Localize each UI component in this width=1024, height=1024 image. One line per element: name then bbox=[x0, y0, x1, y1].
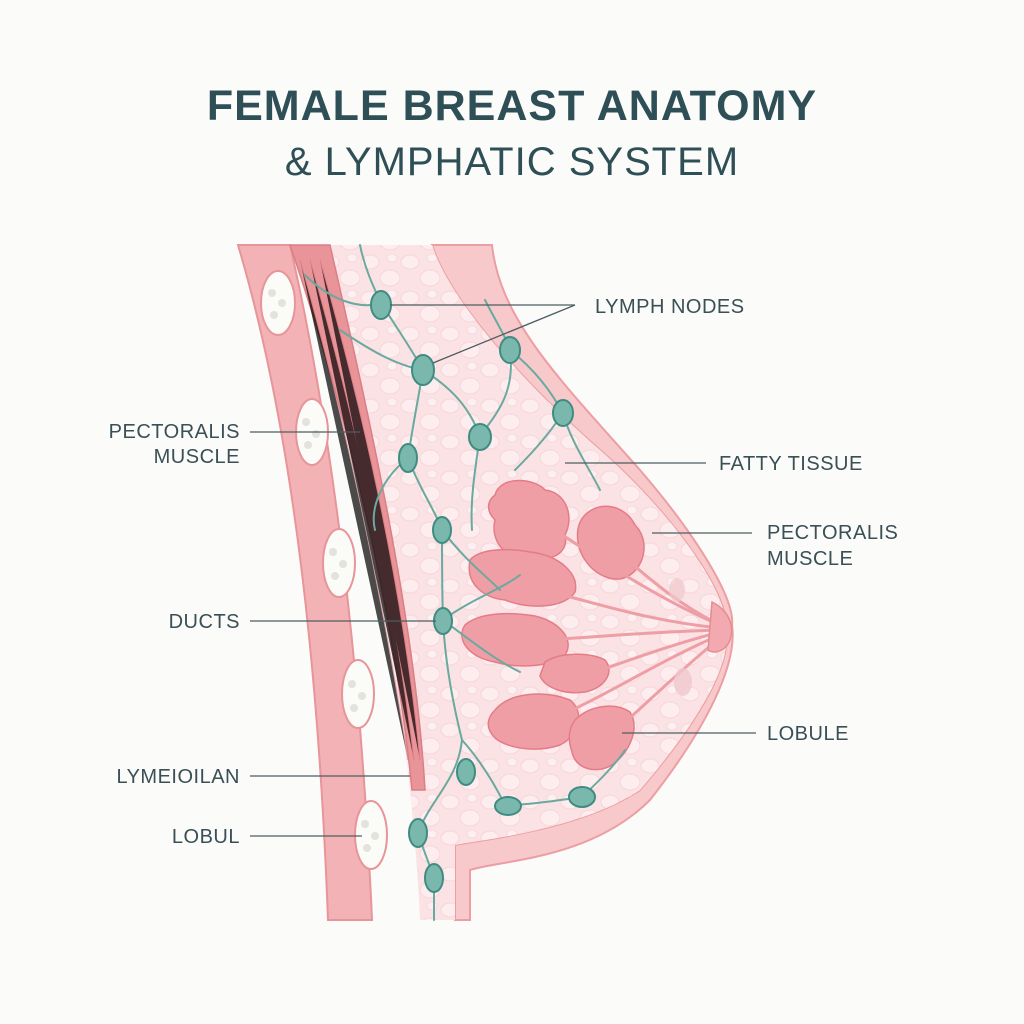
label-pectoralis-left-line1: PECTORALIS bbox=[109, 421, 240, 443]
label-pectoralis-right-line1: PECTORALIS bbox=[767, 522, 898, 544]
ribs bbox=[260, 270, 388, 870]
label-lymph-nodes: LYMPH NODES bbox=[595, 296, 745, 318]
ducts bbox=[538, 528, 722, 742]
label-lymeioilan: LYMEIOILAN bbox=[116, 766, 240, 788]
lymph-nodes bbox=[370, 290, 596, 893]
label-pectoralis-right-line2: MUSCLE bbox=[767, 548, 853, 570]
pectoralis-muscle bbox=[288, 244, 426, 791]
diagram-subtitle: & LYMPHATIC SYSTEM bbox=[284, 140, 740, 184]
nipple bbox=[707, 600, 733, 653]
diagram-title: FEMALE BREAST ANATOMY bbox=[206, 82, 818, 130]
label-ducts: DUCTS bbox=[169, 611, 240, 633]
label-lobul: LOBUL bbox=[172, 826, 240, 848]
leader-lines bbox=[250, 304, 756, 837]
label-lobule: LOBULE bbox=[767, 723, 849, 745]
label-fatty-tissue: FATTY TISSUE bbox=[719, 453, 863, 475]
label-pectoralis-left-line2: MUSCLE bbox=[154, 446, 240, 468]
